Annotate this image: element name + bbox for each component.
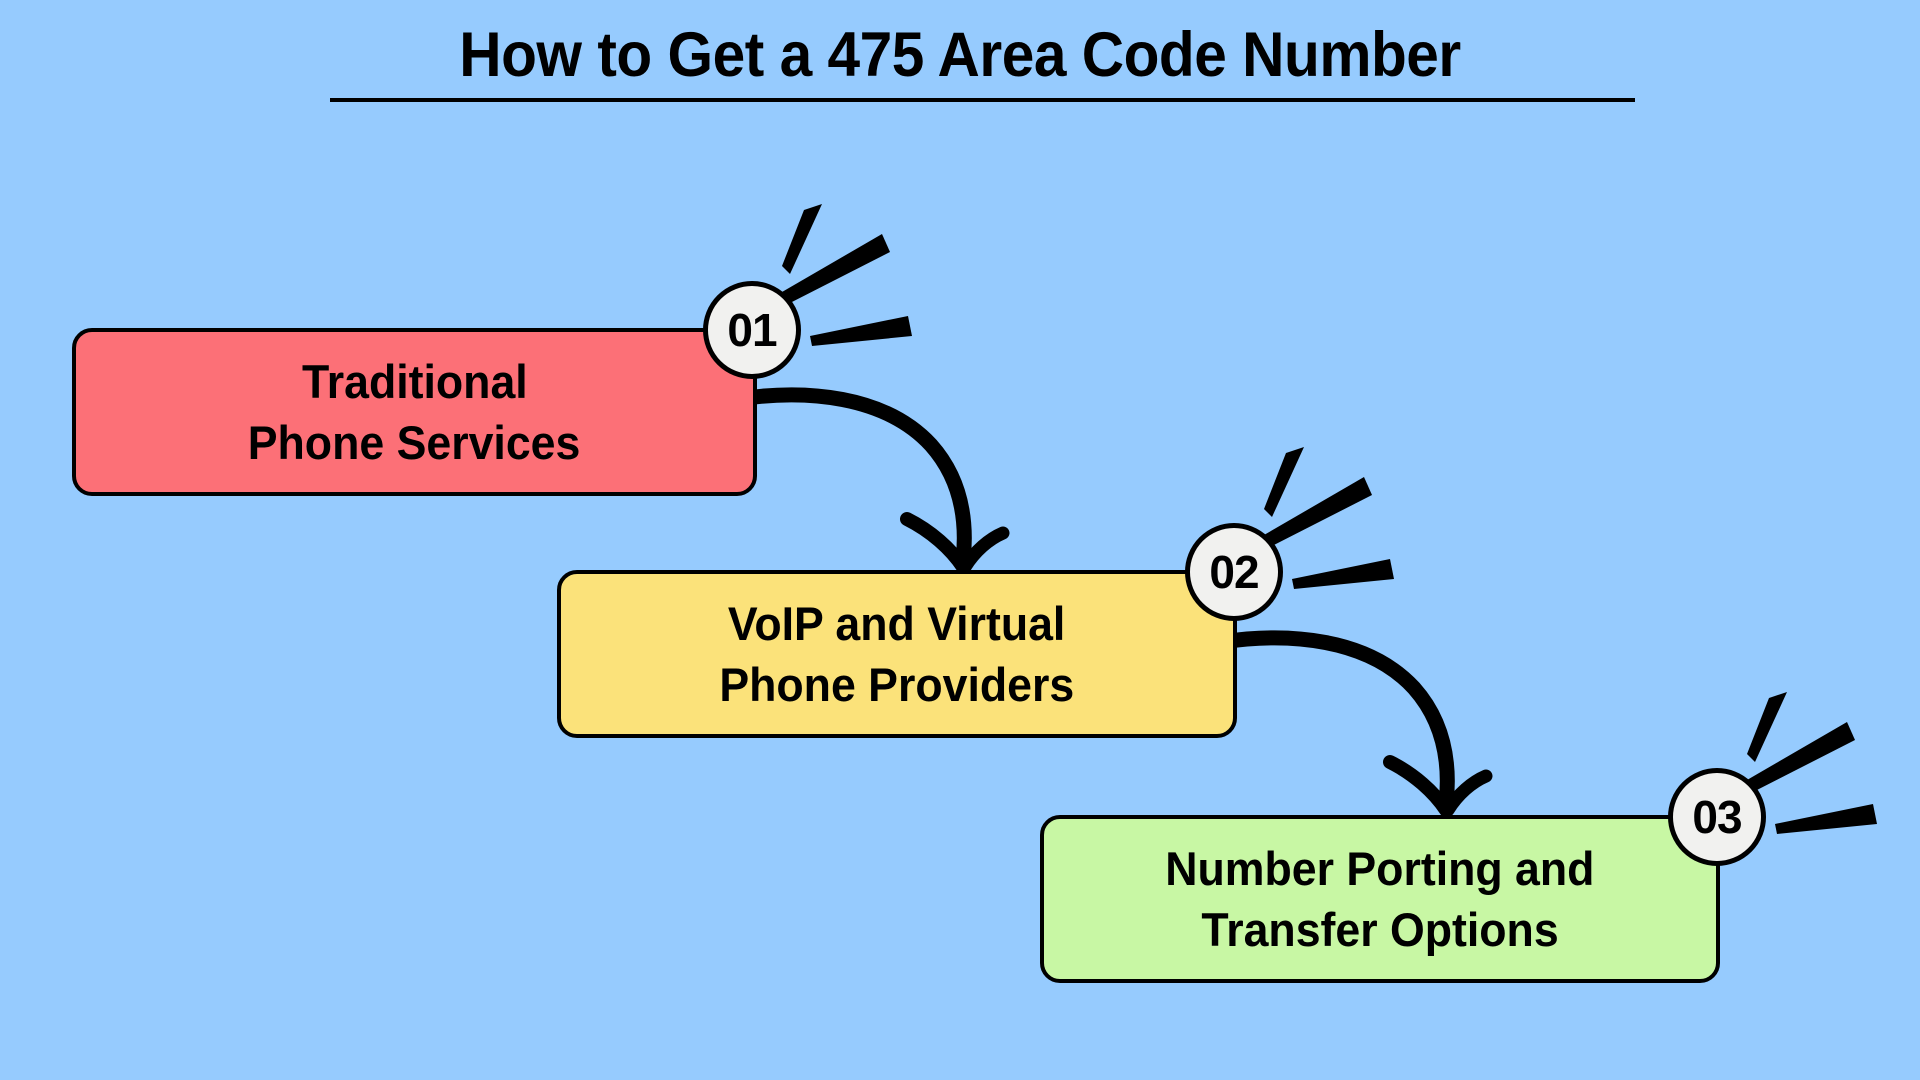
step-1-line-2: Phone Services <box>248 416 581 469</box>
step-badge-3[interactable]: 03 <box>1668 768 1766 866</box>
step-badge-2[interactable]: 02 <box>1185 523 1283 621</box>
step-badge-2-label: 02 <box>1209 546 1259 598</box>
step-box-2[interactable]: VoIP and Virtual Phone Providers <box>557 570 1237 738</box>
step-box-1[interactable]: Traditional Phone Services <box>72 328 757 496</box>
step-1-line-1: Traditional <box>301 354 528 408</box>
page-title: How to Get a 475 Area Code Number <box>459 20 1461 90</box>
step-badge-1-label: 01 <box>727 304 777 356</box>
step-2-line-1: VoIP and Virtual <box>728 596 1066 650</box>
title-block: How to Get a 475 Area Code Number <box>0 22 1920 88</box>
title-underline-rule <box>330 98 1635 102</box>
starburst-rays-1 <box>782 204 912 346</box>
step-box-3[interactable]: Number Porting and Transfer Options <box>1040 815 1720 983</box>
step-badge-3-label: 03 <box>1692 791 1742 843</box>
step-3-line-1: Number Porting and <box>1165 841 1595 895</box>
step-2-line-2: Phone Providers <box>719 658 1075 711</box>
starburst-rays-2 <box>1264 447 1394 589</box>
step-3-line-2: Transfer Options <box>1201 903 1559 956</box>
step-badge-1[interactable]: 01 <box>703 281 801 379</box>
